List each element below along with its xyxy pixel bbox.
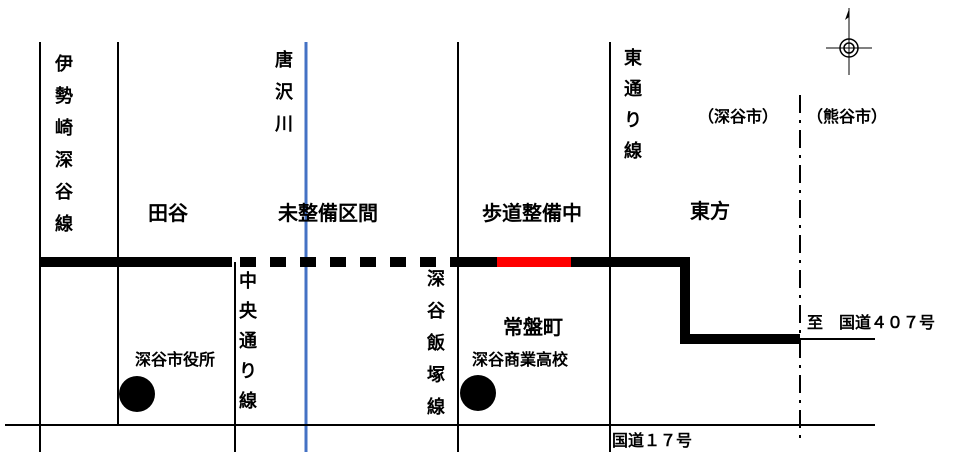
isesaki-road-label-text: 伊勢崎深谷線 <box>54 53 74 235</box>
kumagaya-city-label: （熊谷市） <box>807 107 887 126</box>
school-label: 深谷商業高校 <box>472 350 569 369</box>
fukaya-city-label: （深谷市） <box>698 107 778 126</box>
higashikata-area-label: 東方 <box>690 199 730 223</box>
chuo-road-label: 中央通り線 <box>239 270 258 412</box>
route407-label: 至 国道４０７号 <box>807 313 935 332</box>
route17-label: 国道１７号 <box>612 431 692 450</box>
higashi-road-label-text: 東通り線 <box>624 47 642 162</box>
chuo-road-label-text: 中央通り線 <box>239 270 258 412</box>
north-arrow-icon <box>826 8 872 75</box>
school-landmark-dot-icon <box>460 375 496 411</box>
river-label: 唐沢川 <box>274 49 294 135</box>
isesaki-road-label: 伊勢崎深谷線 <box>54 53 74 235</box>
main-road-east <box>680 257 800 344</box>
sidewalk-work-label: 歩道整備中 <box>482 201 582 225</box>
tokiwacho-area-label: 常盤町 <box>503 315 563 339</box>
city-hall-landmark-dot-icon <box>119 376 155 412</box>
fukaya-iizuka-road-label-text: 深谷飯塚線 <box>426 268 446 418</box>
city-hall-label: 深谷市役所 <box>135 350 215 369</box>
river-label-text: 唐沢川 <box>274 49 294 135</box>
fukaya-iizuka-road-label: 深谷飯塚線 <box>426 268 446 418</box>
tadani-area-label: 田谷 <box>148 201 189 225</box>
unimproved-section-label: 未整備区間 <box>278 201 378 225</box>
higashi-road-label: 東通り線 <box>624 47 642 162</box>
